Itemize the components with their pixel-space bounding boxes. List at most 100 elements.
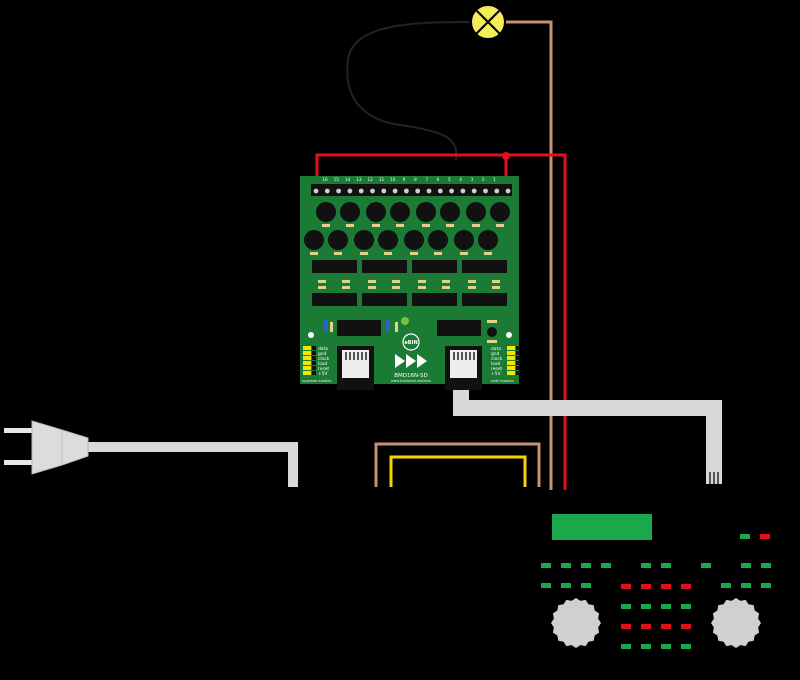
ic-chip: [462, 260, 507, 273]
channel-number: 10: [390, 177, 396, 182]
led-indicator: [641, 584, 651, 589]
channel-number: 16: [322, 177, 328, 182]
board-model-label: BMD16N-SD: [394, 373, 428, 379]
led-indicator: [681, 584, 691, 589]
data-cable-connector: [706, 470, 722, 484]
led-indicator: [761, 583, 771, 588]
channel-number: 1: [493, 177, 496, 182]
relay: [404, 230, 424, 250]
knob-right-icon[interactable]: [711, 598, 761, 648]
ic-chip: [412, 293, 457, 306]
channel-number: 7: [425, 177, 428, 182]
brown-control-wire: [374, 442, 541, 487]
pin-label: clock: [491, 356, 503, 362]
terminal-screw: [460, 188, 466, 194]
relay: [304, 230, 324, 250]
knob-left-icon[interactable]: [551, 598, 601, 648]
ic-chip: [462, 293, 507, 306]
terminal-screw: [505, 188, 511, 194]
led-indicator: [621, 644, 631, 649]
red-wire-top: [315, 153, 567, 490]
triple-arrow-logo: [395, 354, 427, 368]
rj-connector-left: [337, 346, 374, 390]
ic-chip: [312, 293, 357, 306]
board-tagline: www.fconbeed.net/ebm: [391, 379, 432, 383]
yellow-control-wire: [389, 455, 527, 487]
rj-connector-right: [445, 346, 482, 390]
relay-array: [304, 202, 510, 255]
led-indicator: [681, 604, 691, 609]
ic-chip: [312, 260, 357, 273]
right-port-caption: next module: [491, 379, 514, 383]
relay: [428, 230, 448, 250]
ic-chip: [362, 293, 407, 306]
terminal-screw: [370, 188, 375, 194]
channel-number: 4: [459, 177, 462, 182]
lamp-icon: [470, 4, 506, 40]
small-components: [308, 317, 512, 343]
terminal-screw: [471, 188, 477, 194]
maker-logo: eBIN: [402, 333, 420, 351]
ic-chip: [437, 320, 481, 336]
relay: [328, 230, 348, 250]
led-indicator: [641, 644, 651, 649]
pin-label: gnd: [318, 351, 327, 357]
terminal-screw: [392, 188, 398, 194]
ic-chip: [362, 260, 407, 273]
ic-chip: [337, 320, 381, 336]
controller-display: [552, 514, 652, 540]
channel-number: 6: [437, 177, 440, 182]
terminal-screw: [313, 188, 319, 194]
led-indicator: [740, 534, 750, 539]
channel-number: 9: [403, 177, 406, 182]
terminal-screw: [483, 188, 488, 194]
relay: [478, 230, 498, 250]
pin-label: reset: [491, 366, 502, 372]
pin-label: load: [491, 361, 501, 367]
relay: [366, 202, 386, 222]
terminal-screw: [404, 188, 409, 194]
pin-header-left: [303, 346, 316, 375]
pin-label: +5V: [318, 371, 327, 377]
controller-leds: [541, 534, 771, 649]
relay: [340, 202, 360, 222]
light-controller: [541, 514, 771, 649]
channel-number: 14: [345, 177, 351, 182]
pin-label: clock: [318, 356, 330, 362]
data-cable: [453, 388, 722, 480]
channel-number: 2: [482, 177, 485, 182]
terminal-screw: [336, 188, 341, 194]
led-indicator: [661, 563, 671, 568]
led-indicator: [741, 583, 751, 588]
terminal-screw: [347, 188, 353, 194]
led-indicator: [581, 583, 591, 588]
led-indicator: [621, 584, 631, 589]
relay: [466, 202, 486, 222]
led-indicator: [661, 584, 671, 589]
led-indicator: [641, 624, 651, 629]
led-indicator: [581, 563, 591, 568]
pin-label: gnd: [491, 351, 500, 357]
channel-number: 15: [334, 177, 340, 182]
terminal-screw: [449, 188, 454, 194]
relay: [416, 202, 436, 222]
lamp-black-wire: [346, 21, 475, 161]
led-indicator: [760, 534, 770, 539]
pin-label: +5V: [491, 371, 500, 377]
driver-chips: [312, 260, 507, 336]
led-indicator: [601, 563, 611, 568]
led-indicator: [621, 604, 631, 609]
pin-label: data: [318, 346, 328, 352]
channel-number: 3: [471, 177, 474, 182]
led-indicator: [701, 563, 711, 568]
led-indicator: [541, 563, 551, 568]
led-indicator: [541, 583, 551, 588]
led-indicator: [661, 644, 671, 649]
terminal-screw: [426, 188, 432, 194]
led-indicator: [661, 604, 671, 609]
terminal-screw: [381, 188, 387, 194]
relay: [440, 202, 460, 222]
